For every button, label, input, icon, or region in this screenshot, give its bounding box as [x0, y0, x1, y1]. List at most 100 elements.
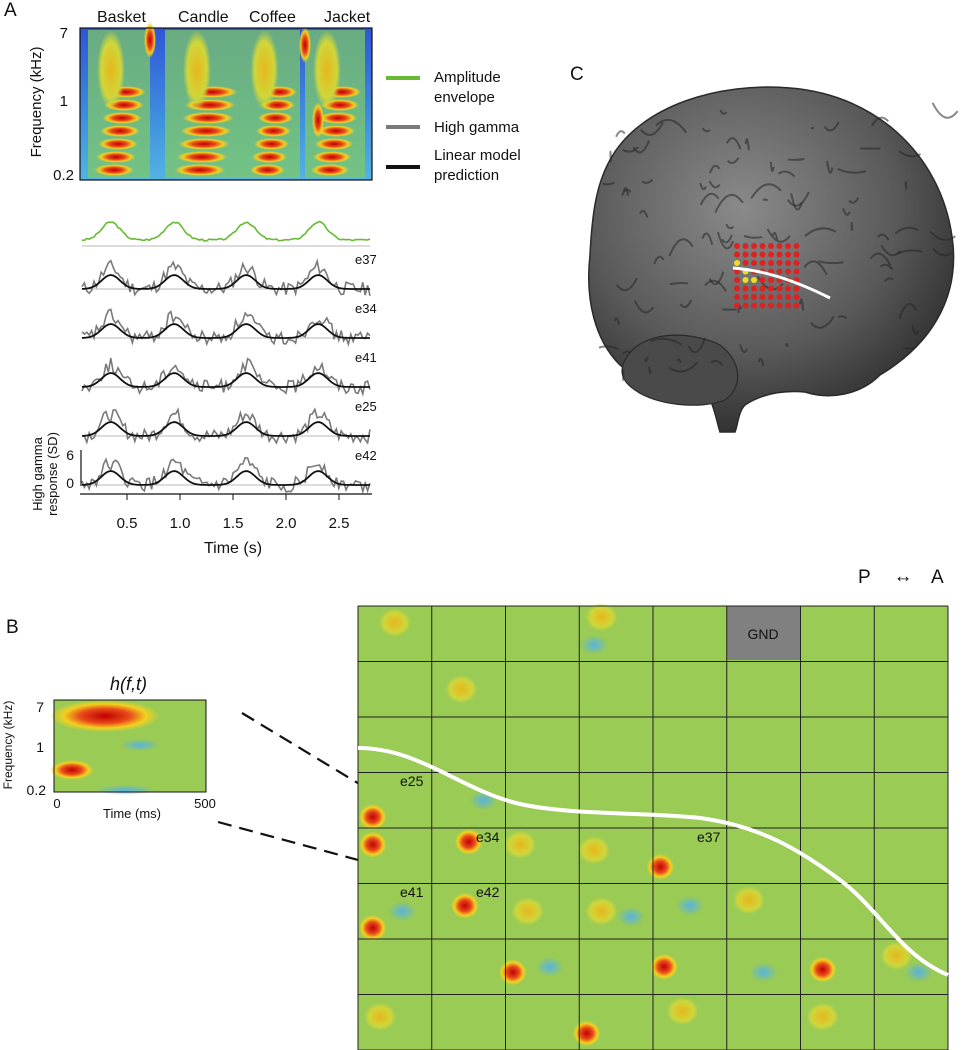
orientation-a: A: [931, 567, 944, 588]
sulcus: [639, 122, 664, 136]
electrode: [785, 294, 791, 300]
strf-hot-blob: [358, 831, 387, 858]
strf-plot: h(f,t) 7 1 0.2 Frequency (kHz) 0 500 Tim…: [1, 674, 216, 821]
panel-a-letter: A: [4, 0, 17, 21]
strf-hot-blob: [646, 853, 675, 880]
strf-frame: [53, 699, 207, 793]
sulcus: [787, 157, 805, 161]
sulcus: [699, 192, 720, 206]
sulcus: [669, 281, 689, 286]
sulcus: [896, 249, 923, 255]
sulcus: [817, 260, 844, 265]
electrode: [768, 243, 774, 249]
traces-ylabel-line2: response (SD): [45, 432, 60, 516]
spectrogram-y-axis: 7 1 0.2 Frequency (kHz): [28, 25, 74, 184]
sulcus: [848, 197, 860, 204]
electrode: [793, 243, 800, 249]
strf-hot-blob: [808, 956, 837, 983]
high-gamma-trace: [81, 308, 371, 347]
electrode: [793, 294, 800, 300]
sulcus: [744, 138, 750, 151]
strf-cool-band-2: [95, 785, 155, 795]
sulcus: [785, 343, 789, 348]
sulcus: [842, 208, 851, 216]
strf-hot-blob: [450, 892, 479, 919]
orientation-indicator: P ↔ A: [858, 566, 944, 588]
sulcus: [641, 178, 654, 184]
spectrogram-energy: [88, 22, 365, 178]
sulcus: [898, 150, 922, 158]
strf-ytick-0-2: 0.2: [27, 782, 47, 798]
spec-harmonic: [251, 151, 288, 163]
word-label-coffee: Coffee: [249, 9, 296, 26]
electrode: [734, 277, 740, 283]
electrode: [785, 302, 791, 309]
trace-electrode-labels: e37 e34 e41 e25 e42: [355, 252, 377, 463]
spec-harmonic: [96, 151, 136, 163]
electrode: [768, 277, 774, 283]
electrode: [751, 285, 757, 292]
strf-warm-blob: [666, 997, 699, 1026]
trace-label-e34: e34: [355, 301, 377, 316]
spec-harmonic: [182, 112, 234, 124]
word-labels: Basket Candle Coffee Jacket: [97, 9, 371, 26]
sulcus: [638, 209, 649, 218]
legend-model-line2: prediction: [434, 167, 499, 184]
sulcus: [726, 137, 742, 150]
spec-formant: [313, 30, 341, 110]
strf-warm-blob: [732, 886, 765, 915]
sulcus: [648, 366, 652, 374]
trace-label-e25: e25: [355, 399, 377, 414]
electrode: [785, 251, 791, 258]
spec-fricative: [144, 22, 156, 58]
electrode: [734, 302, 740, 309]
electrode: [776, 302, 783, 309]
electrode: [785, 260, 791, 266]
sulcus: [701, 127, 711, 133]
electrode: [793, 268, 800, 275]
sulcus: [799, 298, 805, 311]
strf-cool-blob: [749, 962, 778, 983]
spec-formant: [183, 30, 211, 110]
strf-cool-blob: [580, 634, 608, 655]
strf-hot-band: [50, 700, 160, 732]
sulcus: [717, 232, 735, 250]
x-tick-label: 1.5: [223, 515, 244, 532]
spec-ytick-7: 7: [60, 25, 68, 42]
strf-warm-blob: [364, 1002, 397, 1031]
trace-label-e41: e41: [355, 350, 377, 365]
sulcus: [823, 121, 840, 132]
sulcus: [602, 181, 616, 186]
strf-title: h(f,t): [110, 674, 147, 694]
electrode-array: [734, 243, 800, 309]
legend-envelope-line2: envelope: [434, 89, 495, 106]
electrode: [785, 285, 791, 292]
spec-harmonic: [180, 125, 232, 137]
high-gamma-trace: [81, 258, 371, 297]
spectrogram-frame: [79, 27, 373, 181]
model-prediction-trace: [81, 421, 370, 437]
spec-fricative: [299, 27, 311, 63]
sulcus: [668, 238, 694, 257]
x-tick-label: 2.5: [329, 515, 350, 532]
strf-warm-blob: [806, 1002, 839, 1031]
x-tick-label: 2.0: [276, 515, 297, 532]
sulcus: [668, 361, 699, 373]
electrode: [742, 285, 749, 292]
sulcus: [643, 356, 649, 363]
grid-label-e41: e41: [400, 884, 424, 900]
sulcus: [622, 350, 632, 355]
sulcus: [898, 302, 917, 320]
strf-warm-blob: [578, 836, 610, 865]
electrode: [759, 294, 766, 300]
spec-harmonic: [176, 151, 228, 163]
electrode: [793, 251, 800, 258]
electrode: [734, 243, 740, 249]
spectrogram: [79, 22, 373, 181]
electrode: [785, 243, 791, 249]
strf-hot-blob: [572, 1020, 601, 1047]
word-label-basket: Basket: [97, 9, 146, 26]
traces-ytick-0: 0: [66, 475, 74, 491]
